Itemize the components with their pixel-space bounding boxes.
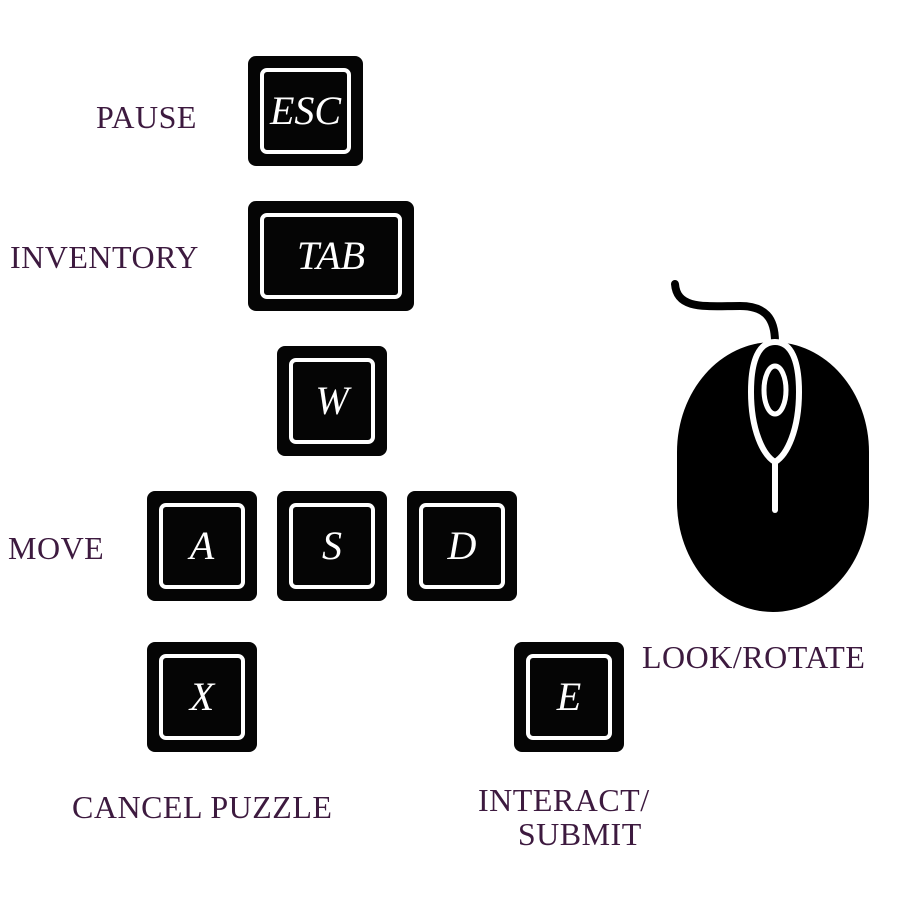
key-x-label: X <box>189 674 215 719</box>
key-x[interactable]: X <box>147 642 257 752</box>
label-pause: PAUSE <box>96 99 197 135</box>
key-e-label: E <box>556 674 582 719</box>
mouse-cable <box>671 280 779 346</box>
key-e-face: E <box>526 654 612 740</box>
key-a-label: A <box>189 523 215 568</box>
label-cancel-puzzle: CANCEL PUZZLE <box>72 789 333 825</box>
label-move: MOVE <box>8 530 105 566</box>
mouse-icon <box>671 280 869 612</box>
key-esc[interactable]: ESC <box>248 56 363 166</box>
key-d[interactable]: D <box>407 491 517 601</box>
label-interact-line2: SUBMIT <box>517 816 642 852</box>
label-interact-line1: INTERACT/ <box>478 782 650 818</box>
key-w-label: W <box>315 378 349 423</box>
key-esc-label: ESC <box>269 88 342 133</box>
key-w-face: W <box>289 358 375 444</box>
key-d-label: D <box>447 523 477 568</box>
key-e[interactable]: E <box>514 642 624 752</box>
mouse-scroll-wheel <box>761 363 789 417</box>
key-a-face: A <box>159 503 245 589</box>
key-d-face: D <box>419 503 505 589</box>
key-esc-face: ESC <box>260 68 351 154</box>
label-inventory: INVENTORY <box>10 239 199 275</box>
key-x-face: X <box>159 654 245 740</box>
key-s-label: S <box>322 523 342 568</box>
key-tab-face: TAB <box>260 213 402 299</box>
key-w[interactable]: W <box>277 346 387 456</box>
key-s[interactable]: S <box>277 491 387 601</box>
key-tab-label: TAB <box>296 233 366 278</box>
key-s-face: S <box>289 503 375 589</box>
key-a[interactable]: A <box>147 491 257 601</box>
label-interact-submit: INTERACT/ SUBMIT <box>478 783 650 851</box>
key-tab[interactable]: TAB <box>248 201 414 311</box>
label-look-rotate: LOOK/ROTATE <box>642 639 866 675</box>
